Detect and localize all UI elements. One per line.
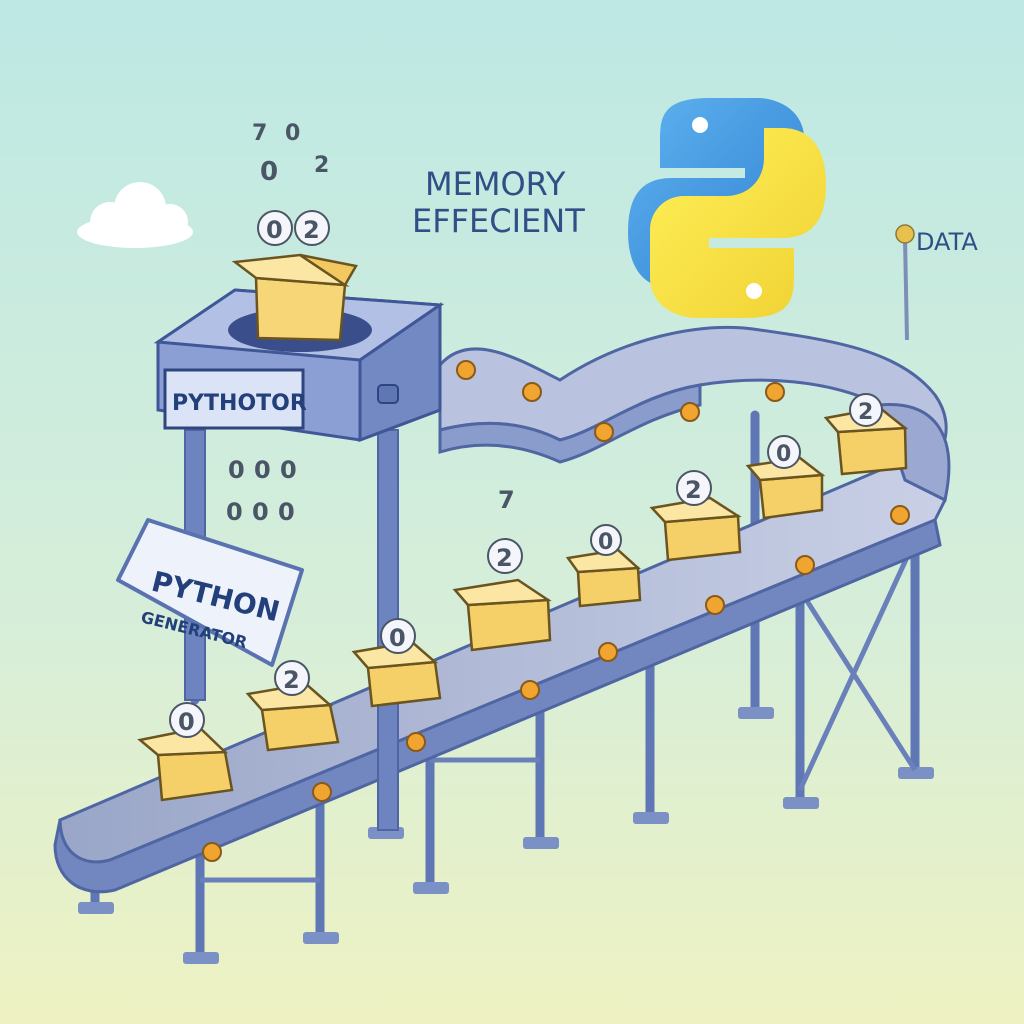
floating-digit: 2 xyxy=(303,216,320,244)
roller-icon xyxy=(520,680,540,700)
machine-digit: 0 xyxy=(254,456,271,484)
box-digit: 2 xyxy=(283,666,300,694)
support-feet xyxy=(78,707,934,964)
roller-icons xyxy=(202,360,910,862)
machine-output-digits: 0 0 0 0 0 0 xyxy=(226,456,297,526)
roller-icon xyxy=(406,732,426,752)
floating-digit: 0 xyxy=(285,121,300,146)
box-icon: 2 xyxy=(649,470,742,562)
roller-icon xyxy=(795,555,815,575)
data-label: DATA xyxy=(916,228,978,256)
machine-digit: 0 xyxy=(252,498,269,526)
roller-icon xyxy=(598,642,618,662)
machine-digit: 0 xyxy=(228,456,245,484)
box-digit: 0 xyxy=(178,708,195,736)
box-digit: 0 xyxy=(776,442,791,467)
cross-braces xyxy=(200,538,918,883)
floating-digit: 2 xyxy=(314,153,329,178)
box-icon: 0 xyxy=(745,435,826,520)
box-icon: 0 xyxy=(351,618,442,708)
memory-label-line2: EFFECIENT xyxy=(412,202,585,240)
roller-icon xyxy=(705,595,725,615)
box-icon: 0 xyxy=(565,524,642,608)
stray-digit: 7 xyxy=(498,486,515,514)
data-marker xyxy=(895,224,915,341)
box-digit: 2 xyxy=(685,476,702,504)
box-icon: 0 xyxy=(137,702,234,802)
floating-digit: 7 xyxy=(252,121,267,146)
machine-sign-label: PYTHOTOR xyxy=(172,391,307,416)
python-logo-icon xyxy=(628,98,826,318)
box-digit: 2 xyxy=(496,544,513,572)
box-icon: 2 xyxy=(823,393,909,476)
roller-icon xyxy=(765,382,785,402)
machine-digit: 0 xyxy=(280,456,297,484)
roller-icon xyxy=(202,842,222,862)
cloud-icon xyxy=(77,182,193,248)
roller-icon xyxy=(594,422,614,442)
roller-icon xyxy=(312,782,332,802)
machine-digit: 0 xyxy=(278,498,295,526)
roller-icon xyxy=(456,360,476,380)
roller-icon xyxy=(522,382,542,402)
machine-digit: 0 xyxy=(226,498,243,526)
python-generator-sign xyxy=(116,518,304,667)
box-digit: 2 xyxy=(858,400,873,425)
floating-digit: 0 xyxy=(260,157,278,187)
roller-icon xyxy=(890,505,910,525)
roller-icon xyxy=(680,402,700,422)
memory-label-line1: MEMORY xyxy=(425,165,566,203)
box-digit: 0 xyxy=(598,530,613,555)
floating-digits: 7 0 0 2 0 2 xyxy=(252,121,330,246)
box-digit: 0 xyxy=(389,624,406,652)
box-icon: 2 xyxy=(245,660,340,752)
box-icon: 2 xyxy=(452,538,552,652)
floating-digit: 0 xyxy=(266,216,283,244)
conveyor-boxes: 0 2 0 2 0 2 xyxy=(137,393,909,802)
machine-box-icon xyxy=(231,253,358,342)
